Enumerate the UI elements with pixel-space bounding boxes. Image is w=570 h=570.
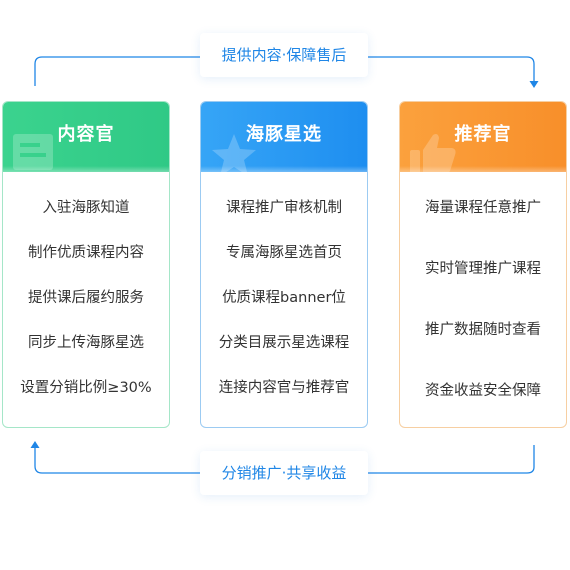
list-item: 连接内容官与推荐官 [218, 380, 350, 396]
content-creator-card: 内容官 入驻海豚知道 制作优质课程内容 提供课后履约服务 同步上传海豚星选 设置… [2, 101, 170, 428]
arrowhead-up-icon [30, 441, 40, 448]
promoter-list: 海量课程任意推广 实时管理推广课程 推广数据随时查看 资金收益安全保障 [400, 172, 566, 427]
list-item: 同步上传海豚星选 [28, 335, 144, 351]
promoter-title: 推荐官 [454, 124, 512, 145]
promoter-card-header: 推荐官 [400, 102, 566, 174]
dolphin-select-title: 海豚星选 [246, 124, 322, 145]
dolphin-select-list: 课程推广审核机制 专属海豚星选首页 优质课程banner位 分类目展示星选课程 … [201, 172, 367, 423]
list-item: 专属海豚星选首页 [226, 245, 342, 261]
list-item: 海量课程任意推广 [425, 200, 541, 216]
content-creator-list: 入驻海豚知道 制作优质课程内容 提供课后履约服务 同步上传海豚星选 设置分销比例… [3, 172, 169, 423]
dolphin-select-card-header: 海豚星选 [201, 102, 367, 176]
list-item: 推广数据随时查看 [425, 322, 541, 338]
dolphin-select-card: 海豚星选 课程推广审核机制 专属海豚星选首页 优质课程banner位 分类目展示… [200, 101, 368, 428]
list-item: 制作优质课程内容 [28, 245, 144, 261]
list-item: 分类目展示星选课程 [218, 335, 350, 351]
list-item: 课程推广审核机制 [226, 200, 342, 216]
star-icon [212, 134, 256, 176]
list-item: 入驻海豚知道 [42, 200, 130, 216]
list-item: 设置分销比例≥30% [20, 380, 152, 396]
list-item: 实时管理推广课程 [425, 261, 541, 277]
document-icon [13, 134, 53, 170]
content-creator-card-header: 内容官 [3, 102, 169, 172]
list-item: 提供课后履约服务 [28, 290, 144, 306]
bottom-flow-label: 分销推广·共享收益 [200, 451, 368, 495]
list-item: 优质课程banner位 [222, 290, 346, 306]
top-flow-label: 提供内容·保障售后 [200, 33, 368, 77]
list-item: 资金收益安全保障 [425, 383, 541, 399]
content-creator-title: 内容官 [57, 124, 115, 145]
promoter-card: 推荐官 海量课程任意推广 实时管理推广课程 推广数据随时查看 资金收益安全保障 [399, 101, 567, 428]
arrowhead-down-icon [529, 81, 539, 88]
